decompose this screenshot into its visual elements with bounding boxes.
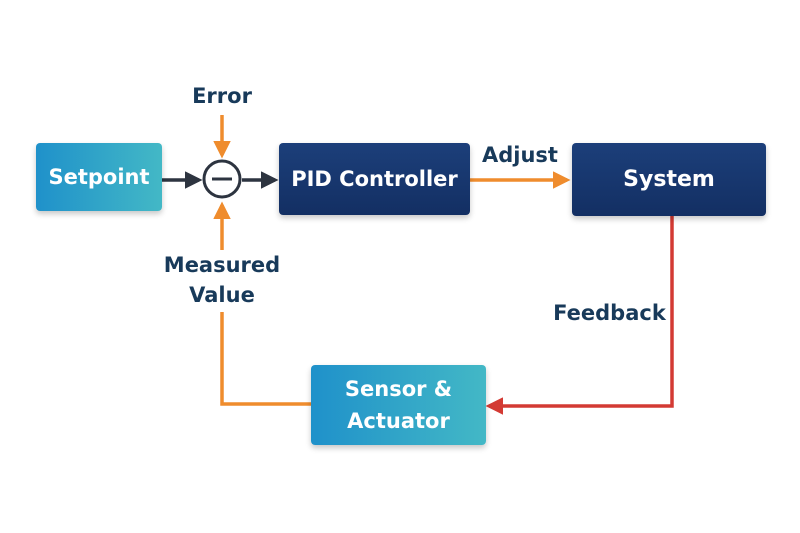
measured-value-line2: Value [189, 283, 255, 307]
setpoint-block: Setpoint [36, 143, 162, 211]
system-to-sensor-feedback-arrow [485, 216, 674, 415]
sensor-actuator-label: Sensor & Actuator [344, 377, 453, 433]
feedback-label: Feedback [553, 301, 666, 325]
adjust-label: Adjust [482, 143, 558, 167]
error-label: Error [192, 84, 252, 108]
system-block: System [572, 143, 766, 216]
measured-value-line1: Measured [163, 253, 281, 277]
summing-junction [202, 159, 242, 199]
pid-controller-block: PID Controller [279, 143, 470, 215]
sensor-to-junction-measured-arrow [220, 312, 311, 406]
pid-controller-label: PID Controller [291, 167, 458, 191]
measured-value-label: Measured Value [132, 250, 312, 310]
setpoint-label: Setpoint [48, 165, 150, 189]
system-label: System [623, 166, 715, 192]
sensor-actuator-block: Sensor & Actuator [311, 365, 486, 445]
